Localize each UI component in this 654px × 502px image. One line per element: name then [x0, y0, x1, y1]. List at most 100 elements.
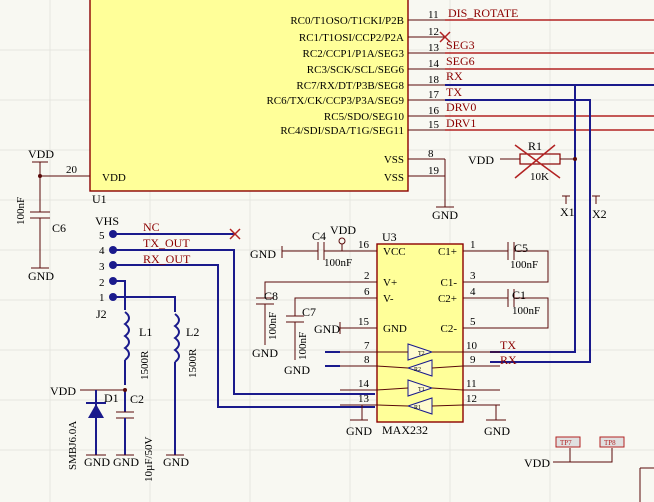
svg-text:8: 8 — [364, 354, 370, 366]
u1-pinnum-17: 17 — [428, 89, 440, 101]
d1-symbol — [88, 404, 104, 418]
u1-pin-rc0: RC0/T1OSO/T1CKI/P2B — [290, 15, 404, 27]
vdd-label-d1: VDD — [50, 384, 76, 398]
svg-text:4: 4 — [470, 286, 476, 298]
u1-pinnum-19: 19 — [428, 165, 440, 177]
u1-pinnum-13: 13 — [428, 42, 440, 54]
svg-text:R1: R1 — [414, 405, 421, 411]
net-dis-rotate: DIS_ROTATE — [448, 6, 518, 20]
svg-text:GND: GND — [113, 455, 139, 469]
gnd-symbol-u1: GND — [432, 206, 458, 222]
c5-c1-section: C5 100nF C1 100nF GND — [480, 241, 549, 438]
c4-ref: C4 — [312, 229, 326, 243]
u1-pin-rc4: RC4/SDI/SDA/T1G/SEG11 — [280, 125, 404, 137]
svg-text:GND: GND — [484, 424, 510, 438]
l1-ref: L1 — [139, 325, 152, 339]
tp8 — [599, 436, 625, 448]
l2-ref: L2 — [186, 325, 199, 339]
net-tx: TX — [446, 85, 462, 99]
u3-part: MAX232 — [382, 423, 428, 437]
u1-vss-label-2: VSS — [384, 172, 404, 184]
l1-value: 1500R — [139, 350, 151, 380]
c2-ref: C2 — [130, 392, 144, 406]
svg-text:GND: GND — [383, 323, 407, 335]
net-tx-out: TX_OUT — [143, 236, 190, 250]
svg-text:6: 6 — [364, 286, 370, 298]
no-connect-marker — [439, 31, 451, 43]
svg-text:11: 11 — [466, 378, 477, 390]
x2-ref: X2 — [592, 207, 607, 221]
l2-value: 1500R — [187, 348, 199, 378]
svg-text:3: 3 — [99, 261, 105, 273]
r1-section: VDD R1 10K — [468, 139, 577, 183]
d1-ref: D1 — [104, 391, 119, 405]
x1-x2-section: X1 X2 — [560, 195, 607, 221]
svg-text:GND: GND — [346, 424, 372, 438]
c8-value: 100nF — [267, 312, 279, 340]
svg-text:VDD: VDD — [330, 223, 356, 237]
u1-pinnum-12: 12 — [428, 26, 439, 38]
svg-text:16: 16 — [358, 239, 370, 251]
u1-pin-rc3: RC3/SCK/SCL/SEG6 — [307, 64, 405, 76]
tx-rx-lines: TX RX — [218, 338, 517, 408]
svg-text:13: 13 — [358, 393, 370, 405]
c5-value: 100nF — [510, 259, 538, 271]
svg-text:T1: T1 — [418, 387, 425, 393]
svg-text:GND: GND — [284, 363, 310, 377]
svg-text:1: 1 — [99, 292, 105, 304]
svg-text:15: 15 — [358, 316, 370, 328]
r1-dnp-marker — [514, 144, 561, 179]
u1-pin-rc7: RC7/RX/DT/P3B/SEG8 — [296, 80, 404, 92]
svg-text:10: 10 — [466, 340, 478, 352]
svg-text:C2-: C2- — [441, 323, 458, 335]
svg-text:TP8: TP8 — [604, 439, 616, 447]
svg-text:GND: GND — [252, 346, 278, 360]
c6-ref: C6 — [52, 221, 66, 235]
svg-text:3: 3 — [470, 270, 476, 282]
svg-text:TP7: TP7 — [560, 439, 572, 447]
u1-pinnum-15: 15 — [428, 119, 440, 131]
svg-text:T2: T2 — [418, 351, 425, 357]
c6-section: VDD GND C6 100nF — [15, 147, 66, 283]
r1-value: 10K — [530, 171, 549, 183]
svg-text:9: 9 — [470, 354, 476, 366]
c5-ref: C5 — [514, 241, 528, 255]
tp7 — [555, 436, 581, 448]
svg-text:VDD: VDD — [468, 153, 494, 167]
svg-text:V+: V+ — [383, 277, 397, 289]
c6-value: 100nF — [15, 197, 27, 225]
c7-value: 100nF — [297, 332, 309, 360]
u1-pinnum-11: 11 — [428, 9, 439, 21]
u1-body — [89, 0, 409, 192]
svg-text:1: 1 — [470, 239, 476, 251]
svg-text:GND: GND — [250, 247, 276, 261]
r1-ref: R1 — [528, 139, 542, 153]
svg-text:GND: GND — [314, 322, 340, 336]
u3-ref: U3 — [382, 230, 397, 244]
u3-max232: U3 MAX232 VCC V+ V- GND C1+ C1- C2+ C2- … — [340, 230, 500, 437]
test-points: VDD TP7 TP8 — [524, 436, 654, 502]
u1-pinnum-14: 14 — [428, 58, 440, 70]
c4-value: 100nF — [324, 257, 352, 269]
net-rx: RX — [446, 69, 463, 83]
svg-text:GND: GND — [84, 455, 110, 469]
l1-l2-section: L1 1500R L2 1500R — [123, 311, 199, 455]
svg-text:2: 2 — [364, 270, 370, 282]
svg-text:5: 5 — [99, 230, 105, 242]
u1-pinnum-16: 16 — [428, 105, 440, 117]
u1-pinnum-20: 20 — [66, 164, 78, 176]
nc-no-connect — [229, 228, 241, 240]
c7-c8-section: C8 100nF GND C7 100nF GND GND GND — [252, 281, 372, 438]
svg-text:GND: GND — [432, 208, 458, 222]
u1-ref: U1 — [92, 192, 107, 206]
svg-text:C1+: C1+ — [438, 246, 457, 258]
c1-ref: C1 — [512, 288, 526, 302]
u1-vss-label-1: VSS — [384, 154, 404, 166]
svg-text:V-: V- — [383, 293, 394, 305]
svg-text:12: 12 — [466, 393, 477, 405]
u1-pin-rc5: RC5/SDO/SEG10 — [324, 111, 405, 123]
u1-mcu: U1 RC0/T1OSO/T1CKI/P2B RC1/T1OSI/CCP2/P2… — [40, 0, 654, 363]
net-rx-u3: RX — [500, 353, 517, 367]
